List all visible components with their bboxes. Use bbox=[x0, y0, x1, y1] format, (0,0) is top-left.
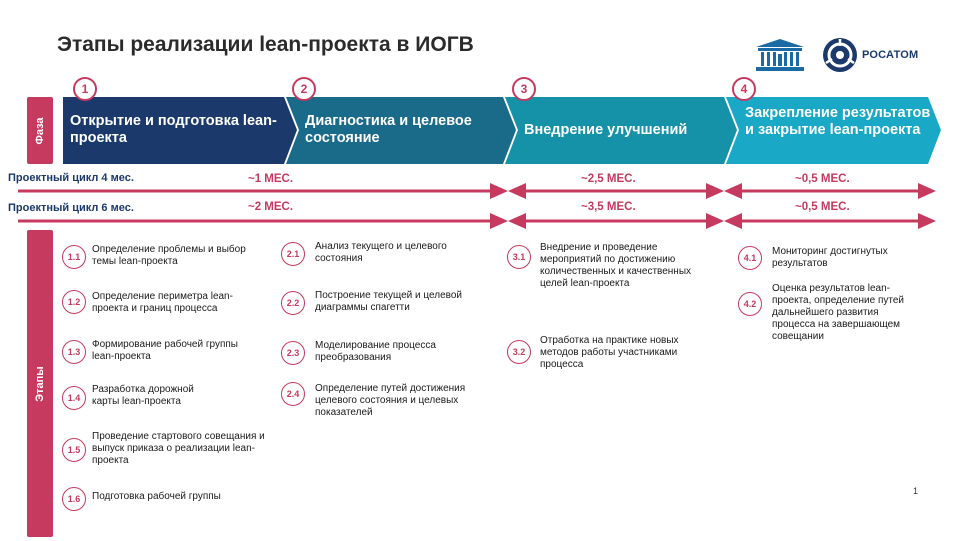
stages-side-bar: Этапы bbox=[27, 230, 53, 537]
cycle-6-label: Проектный цикл 6 мес. bbox=[8, 202, 134, 214]
cycle-6-duration-phase-3: ~3,5 МЕС. bbox=[581, 201, 636, 213]
step-text: Формирование рабочей группы lean-проекта bbox=[92, 339, 238, 362]
phase-1-number: 1 bbox=[73, 77, 97, 101]
step-number: 1.6 bbox=[62, 487, 86, 511]
page-title: Этапы реализации lean-проекта в ИОГВ bbox=[57, 33, 474, 56]
phase-4-number: 4 bbox=[732, 77, 756, 101]
step-number: 1.2 bbox=[62, 290, 86, 314]
stages-side-label: Этапы bbox=[34, 365, 46, 402]
cycle-4-duration-phase-1-2: ~1 МЕС. bbox=[248, 173, 294, 185]
step-text: Анализ текущего и целевого состояния bbox=[315, 241, 447, 264]
step-text: Моделирование процесса преобразования bbox=[315, 340, 436, 363]
cycle-6-duration-phase-4: ~0,5 МЕС. bbox=[795, 201, 850, 213]
phase-3-number: 3 bbox=[512, 77, 536, 101]
phase-4-title: Закрепление результатов и закрытие lean-… bbox=[745, 105, 931, 138]
step-text: Подготовка рабочей группы bbox=[92, 491, 221, 502]
page-number: 1 bbox=[913, 486, 919, 496]
step-text: Оценка результатов lean-проекта, определ… bbox=[772, 283, 904, 342]
step-number: 2.3 bbox=[281, 341, 305, 365]
cycle-4-arrows bbox=[18, 183, 936, 199]
government-building-logo-icon bbox=[756, 39, 804, 71]
step-number: 4.1 bbox=[738, 246, 762, 270]
rosatom-logo-icon bbox=[823, 38, 857, 72]
step-text: Определение проблемы и выбор темы lean-п… bbox=[92, 244, 246, 267]
step-number: 4.2 bbox=[738, 292, 762, 316]
step-number: 2.1 bbox=[281, 242, 305, 266]
phase-3-title: Внедрение улучшений bbox=[524, 122, 688, 138]
step-text: Отработка на практике новых методов рабо… bbox=[540, 335, 679, 370]
step-number: 2.2 bbox=[281, 291, 305, 315]
cycle-6-arrows bbox=[18, 213, 936, 229]
phase-2-title: Диагностика и целевое состояние bbox=[305, 113, 472, 146]
rosatom-logo-text: РОСАТОМ bbox=[862, 49, 919, 61]
step-number: 3.1 bbox=[507, 245, 531, 269]
step-number: 2.4 bbox=[281, 382, 305, 406]
step-text: Определение путей достижения целевого со… bbox=[315, 383, 466, 418]
step-text: Проведение стартового совещания и выпуск… bbox=[92, 431, 265, 466]
step-text: Внедрение и проведение мероприятий по до… bbox=[540, 242, 692, 289]
cycle-6-duration-phase-1-2: ~2 МЕС. bbox=[248, 201, 294, 213]
phase-side-bar: Фаза bbox=[27, 97, 53, 164]
step-text: Построение текущей и целевой диаграммы с… bbox=[315, 290, 462, 313]
step-number: 3.2 bbox=[507, 340, 531, 364]
phase-1-title: Открытие и подготовка lean-проекта bbox=[70, 113, 277, 146]
step-number: 1.1 bbox=[62, 245, 86, 269]
step-number: 1.4 bbox=[62, 386, 86, 410]
cycle-4-duration-phase-4: ~0,5 МЕС. bbox=[795, 173, 850, 185]
step-text: Разработка дорожной карты lean-проекта bbox=[92, 384, 194, 407]
cycle-4-label: Проектный цикл 4 мес. bbox=[8, 172, 134, 184]
step-number: 1.3 bbox=[62, 340, 86, 364]
step-text: Определение периметра lean-проекта и гра… bbox=[92, 291, 233, 314]
phase-side-label: Фаза bbox=[34, 116, 46, 145]
step-text: Мониторинг достигнутых результатов bbox=[772, 246, 888, 269]
cycle-4-duration-phase-3: ~2,5 МЕС. bbox=[581, 173, 636, 185]
phase-2-number: 2 bbox=[292, 77, 316, 101]
step-number: 1.5 bbox=[62, 438, 86, 462]
